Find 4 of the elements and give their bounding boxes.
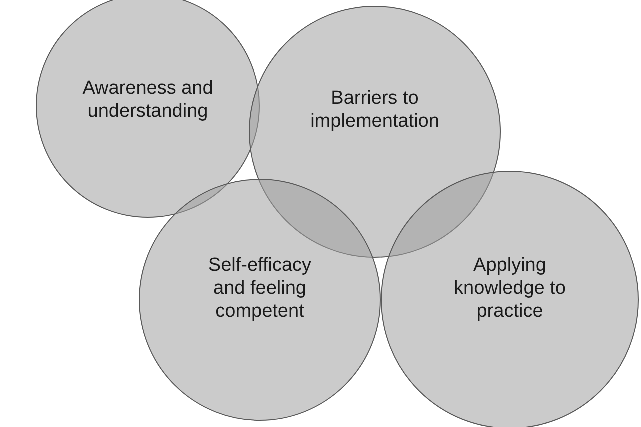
circle-label: Awareness and understanding <box>82 77 214 123</box>
circle-label: Barriers to implementation <box>310 87 440 133</box>
circle-label: Applying knowledge to practice <box>453 254 567 322</box>
circle-label: Self-efficacy and feeling competent <box>207 254 313 322</box>
